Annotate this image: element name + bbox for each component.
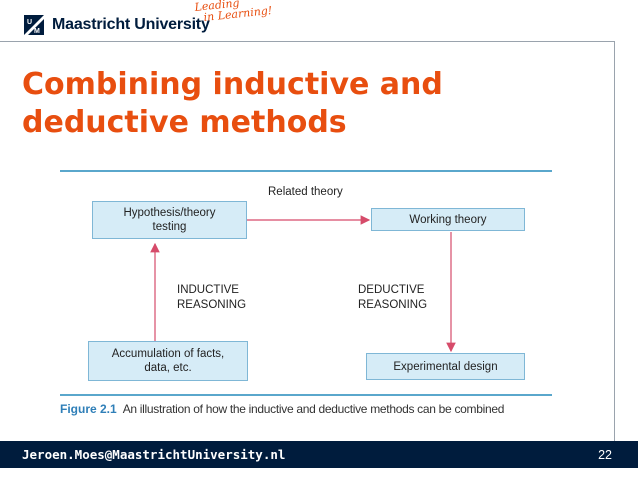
figure-caption-number: Figure 2.1 <box>60 402 117 416</box>
svg-text:U: U <box>27 19 32 26</box>
slide-title-line-2: deductive methods <box>22 105 347 140</box>
svg-text:M: M <box>34 28 40 35</box>
label-related-theory: Related theory <box>268 186 343 198</box>
slide-title-line-1: Combining inductive and <box>22 67 443 102</box>
university-name: Maastricht University <box>52 16 210 33</box>
footer-email: Jeroen.Moes@MaastrichtUniversity.nl <box>22 447 286 462</box>
diagram-figure: Related theory Hypothesis/theory testing… <box>58 170 558 420</box>
label-inductive-line-2: REASONING <box>177 299 247 311</box>
node-working-theory: Working theory <box>371 208 525 231</box>
label-deductive-reasoning: DEDUCTIVE REASONING <box>358 283 427 313</box>
figure-top-rule <box>60 170 552 172</box>
figure-bottom-rule <box>60 394 552 396</box>
slide-header: U M Maastricht University Leading in Lea… <box>0 0 638 44</box>
header-divider <box>0 41 614 42</box>
label-deductive-line-2: REASONING <box>358 299 428 311</box>
label-inductive-line-1: INDUCTIVE <box>177 284 239 296</box>
tagline: Leading in Learning! <box>194 0 273 24</box>
right-divider <box>614 41 615 441</box>
slide-title: Combining inductive and deductive method… <box>22 66 582 142</box>
slide-footer: Jeroen.Moes@MaastrichtUniversity.nl 22 <box>0 441 638 468</box>
figure-caption-text: An illustration of how the inductive and… <box>122 402 505 416</box>
label-inductive-reasoning: INDUCTIVE REASONING <box>177 283 246 313</box>
node-experimental-design: Experimental design <box>366 353 525 380</box>
label-deductive-line-1: DEDUCTIVE <box>358 284 425 296</box>
node-hypothesis-testing: Hypothesis/theory testing <box>92 201 247 239</box>
figure-caption: Figure 2.1 An illustration of how the ind… <box>60 402 504 416</box>
node-accumulation-of-facts: Accumulation of facts, data, etc. <box>88 341 248 381</box>
page-number: 22 <box>598 447 612 462</box>
diagram-arrows <box>150 215 456 353</box>
um-logo-icon: U M <box>24 15 44 35</box>
